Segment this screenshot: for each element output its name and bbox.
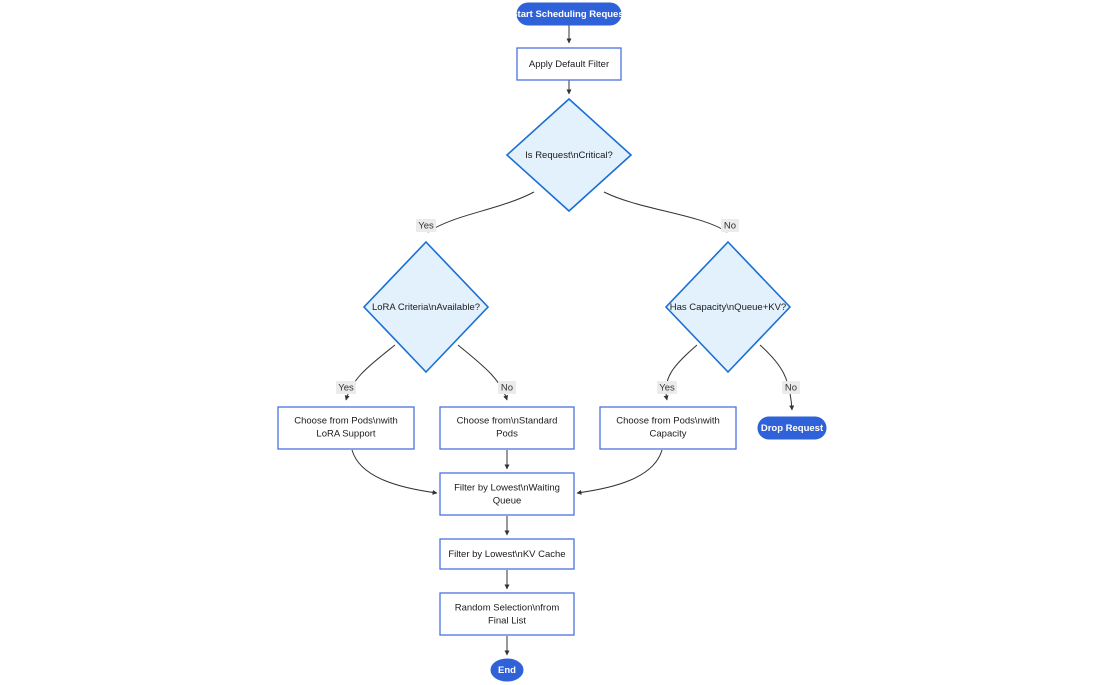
edge-label-critical-yes: Yes (416, 219, 436, 232)
node-end-shape[interactable] (490, 658, 524, 682)
node-choose-standard-pods-shape[interactable] (439, 406, 575, 450)
edge-labels-layer: Yes No Yes No Yes No (336, 219, 800, 394)
node-choose-pods-capacity-label-line1: Choose from Pods\nwith (616, 416, 720, 427)
node-choose-pods-lora-support-label-line2: LoRA Support (316, 429, 376, 440)
node-filter-lowest-waiting-queue-label-line2: Queue (493, 496, 522, 507)
node-choose-standard-pods-label-line1: Choose from\nStandard (457, 416, 558, 427)
node-apply-default-filter-shape[interactable] (516, 47, 622, 81)
node-choose-pods-capacity-shape[interactable] (599, 406, 737, 450)
edge-is-request-critical-yes-to-lora-criteria (427, 191, 535, 233)
node-start-label: Start Scheduling Request (511, 9, 627, 20)
node-lora-criteria-available-label: LoRA Criteria\nAvailable? (372, 302, 480, 313)
edge-lora-criteria-yes-to-choose-pods-lora (344, 344, 396, 401)
edge-label-lora-yes: Yes (336, 381, 356, 394)
node-apply-default-filter[interactable]: Apply Default Filter (516, 47, 622, 81)
node-has-capacity-queue-kv-shape[interactable] (664, 240, 792, 374)
node-filter-lowest-kv-cache[interactable]: Filter by Lowest\nKV Cache (439, 538, 575, 570)
edge-choose-pods-lora-to-filter-waiting-queue (351, 449, 438, 495)
node-choose-standard-pods-label-line2: Pods (496, 429, 518, 440)
node-choose-pods-lora-support-label-line1: Choose from Pods\nwith (294, 416, 398, 427)
node-lora-criteria-available[interactable]: LoRA Criteria\nAvailable? (362, 240, 490, 374)
node-random-selection-final-list-shape[interactable] (439, 592, 575, 636)
edge-label-text: No (724, 221, 736, 232)
node-has-capacity-queue-kv[interactable]: Has Capacity\nQueue+KV? (664, 240, 792, 374)
edge-lora-criteria-no-to-choose-standard-pods (457, 344, 509, 401)
edge-label-lora-no: No (498, 381, 516, 394)
node-start[interactable]: Start Scheduling Request (511, 2, 628, 26)
node-filter-lowest-kv-cache-label: Filter by Lowest\nKV Cache (448, 549, 565, 560)
edge-label-text: Yes (338, 383, 354, 394)
node-filter-lowest-kv-cache-shape[interactable] (439, 538, 575, 570)
edge-has-capacity-yes-to-choose-pods-capacity (663, 344, 698, 401)
node-drop-request[interactable]: Drop Request (757, 416, 827, 440)
nodes-layer: Start Scheduling Request Apply Default F… (277, 2, 827, 682)
edge-label-text: Yes (418, 221, 434, 232)
node-end-label: End (498, 665, 516, 676)
node-filter-lowest-waiting-queue-label-line1: Filter by Lowest\nWaiting (454, 483, 560, 494)
node-drop-request-label: Drop Request (761, 423, 824, 434)
node-choose-pods-lora-support[interactable]: Choose from Pods\nwith LoRA Support (277, 406, 415, 450)
node-start-shape[interactable] (516, 2, 622, 26)
edge-label-text: Yes (659, 383, 675, 394)
edge-label-capacity-no: No (782, 381, 800, 394)
node-drop-request-shape[interactable] (757, 416, 827, 440)
edges-layer (344, 25, 795, 656)
node-random-selection-final-list[interactable]: Random Selection\nfrom Final List (439, 592, 575, 636)
node-has-capacity-queue-kv-label: Has Capacity\nQueue+KV? (670, 302, 786, 313)
edge-label-text: No (501, 383, 513, 394)
node-choose-pods-capacity[interactable]: Choose from Pods\nwith Capacity (599, 406, 737, 450)
node-random-selection-final-list-label-line2: Final List (488, 616, 526, 627)
node-choose-pods-capacity-label-line2: Capacity (650, 429, 687, 440)
node-choose-standard-pods[interactable]: Choose from\nStandard Pods (439, 406, 575, 450)
edge-label-text: No (785, 383, 797, 394)
edge-choose-pods-capacity-to-filter-waiting-queue (576, 449, 663, 495)
node-is-request-critical-shape[interactable] (505, 97, 633, 213)
node-random-selection-final-list-label-line1: Random Selection\nfrom (455, 603, 560, 614)
edge-label-capacity-yes: Yes (657, 381, 677, 394)
node-lora-criteria-available-shape[interactable] (362, 240, 490, 374)
node-apply-default-filter-label: Apply Default Filter (529, 59, 609, 70)
node-filter-lowest-waiting-queue[interactable]: Filter by Lowest\nWaiting Queue (439, 472, 575, 516)
edge-has-capacity-no-to-drop-request (759, 344, 795, 411)
node-is-request-critical-label: Is Request\nCritical? (525, 150, 613, 161)
node-filter-lowest-waiting-queue-shape[interactable] (439, 472, 575, 516)
node-choose-pods-lora-support-shape[interactable] (277, 406, 415, 450)
node-is-request-critical[interactable]: Is Request\nCritical? (505, 97, 633, 213)
edge-label-critical-no: No (721, 219, 739, 232)
edge-is-request-critical-no-to-has-capacity (603, 191, 728, 233)
node-end[interactable]: End (490, 658, 524, 682)
